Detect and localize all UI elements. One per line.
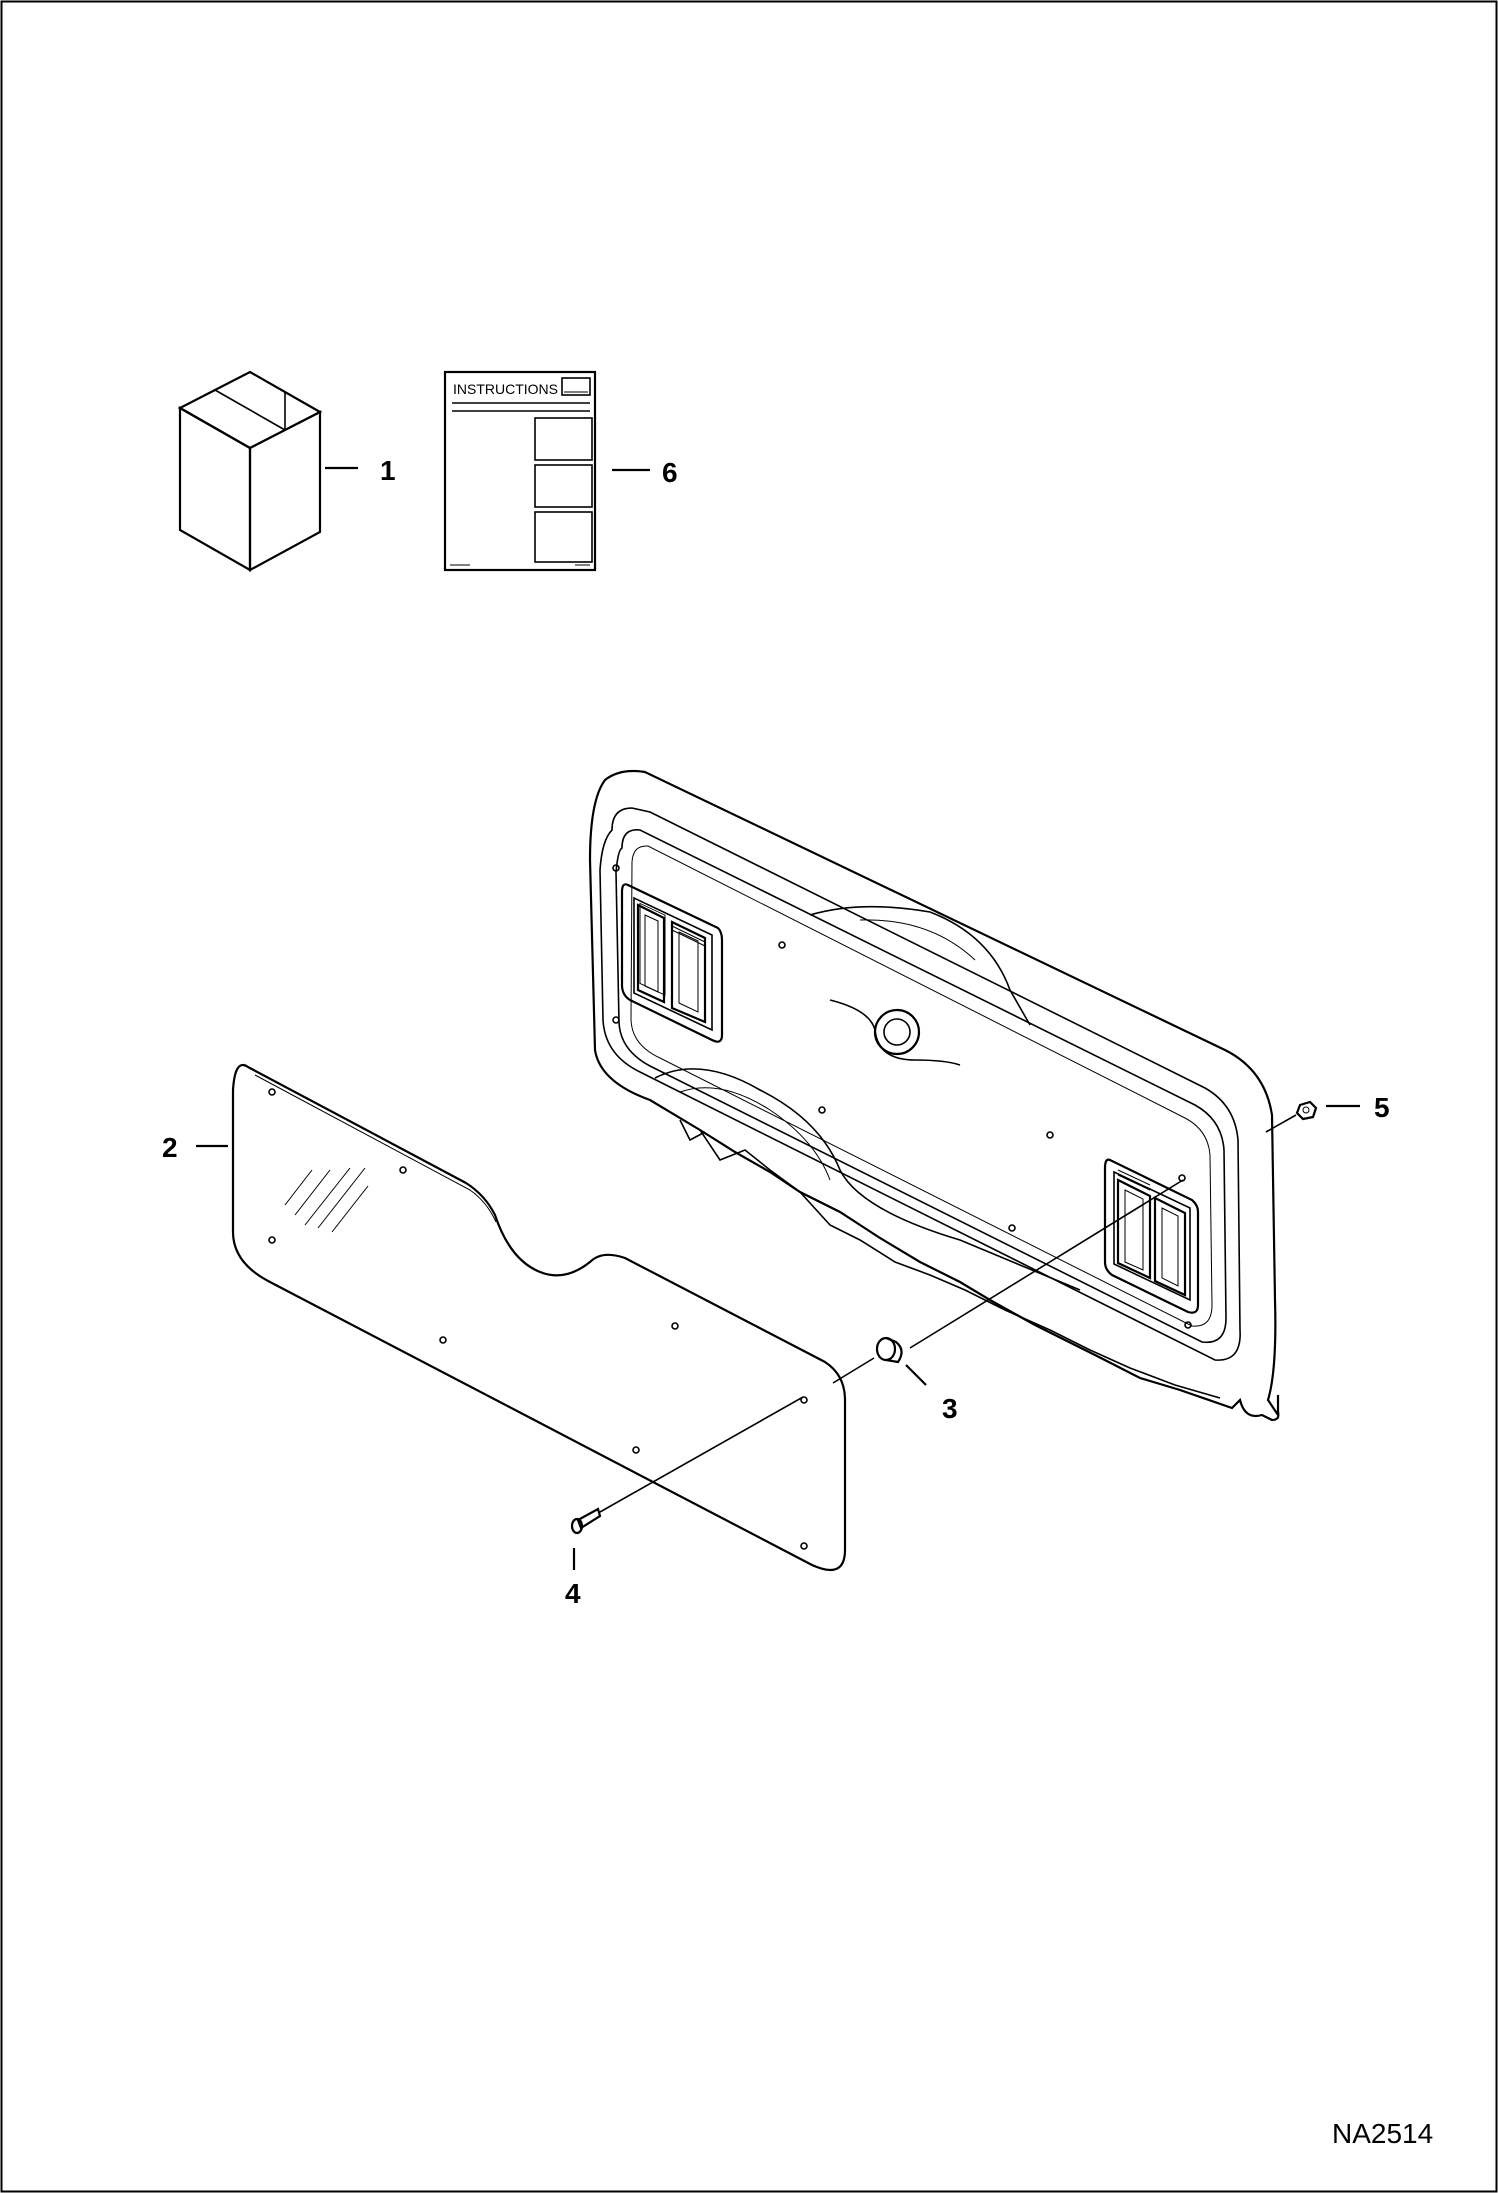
assembly-line-lower (599, 1396, 804, 1513)
instructions-label: INSTRUCTIONS (453, 381, 558, 397)
nut-to-panel-line (1265, 1114, 1297, 1133)
callout-5: 5 (1374, 1092, 1390, 1123)
assembly-line-spacer (832, 1357, 875, 1384)
callout-4: 4 (565, 1578, 581, 1609)
right-switch-cluster (1103, 1158, 1200, 1314)
assembly-line-upper (909, 1179, 1184, 1349)
instructions-sheet-part (443, 370, 650, 572)
nut-part (1265, 1100, 1360, 1133)
drawing-reference-code: NA2514 (1332, 2118, 1433, 2149)
cab-panel-housing (588, 769, 1280, 1422)
bolt-part (570, 1396, 804, 1570)
window-panel-part (196, 1063, 847, 1572)
leader-line-3 (905, 1364, 927, 1386)
spacer-part (832, 1179, 1184, 1386)
callout-2: 2 (162, 1132, 178, 1163)
callout-6: 6 (662, 457, 678, 488)
kit-box-part (177, 370, 358, 572)
left-switch-cluster (620, 883, 724, 1043)
callout-3: 3 (942, 1393, 958, 1424)
callout-1: 1 (380, 455, 396, 486)
